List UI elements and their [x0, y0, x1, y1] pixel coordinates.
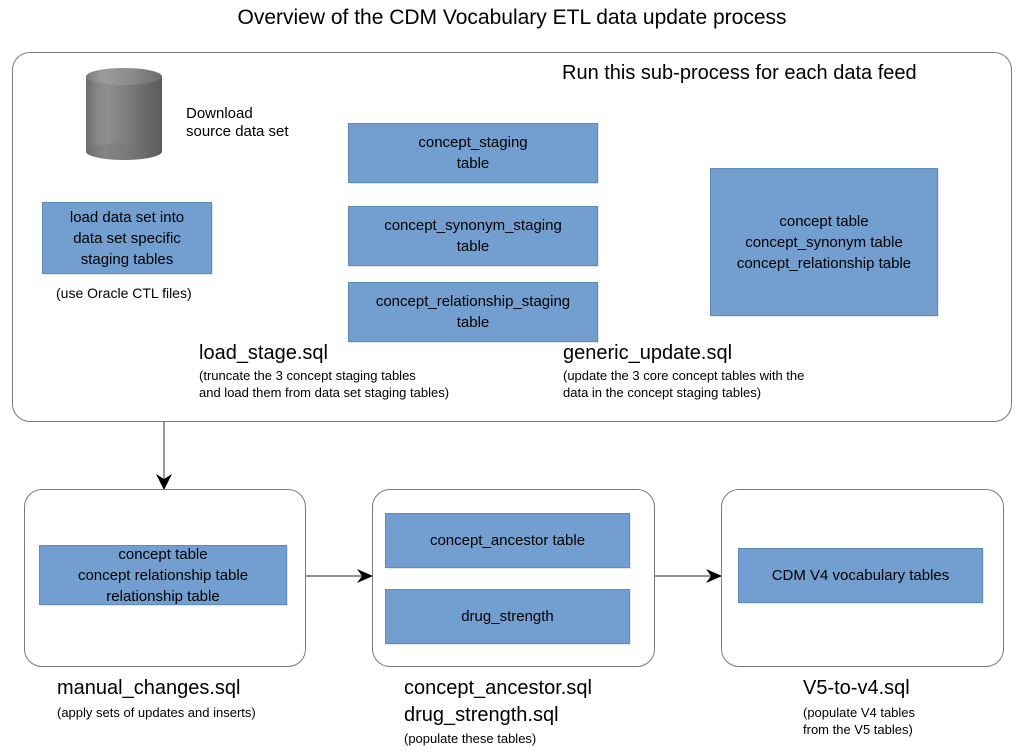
drug-strength-box-label: drug_strength	[461, 608, 554, 625]
core-tables-line1: concept table	[779, 212, 869, 230]
download-source-label-line1: Download	[186, 105, 253, 122]
concept-synonym-staging-table-box: concept_synonym_staging table	[348, 206, 598, 266]
load-box-line2: data set specific	[73, 229, 181, 247]
drug-strength-table-box: drug_strength	[385, 589, 630, 644]
concept-staging-table-box: concept_staging table	[348, 123, 598, 183]
concept-staging-line2: table	[456, 155, 490, 172]
load-stage-caption-sub-line2: and load them from data set staging tabl…	[199, 385, 450, 400]
concept-synonym-staging-line1: concept_synonym_staging	[384, 217, 562, 234]
load-box-line3: staging tables	[80, 250, 174, 268]
concept-relationship-staging-line2: table	[456, 314, 490, 331]
page-title: Overview of the CDM Vocabulary ETL data …	[237, 6, 787, 29]
v5-to-v4-caption-sub-line2: from the V5 tables)	[803, 722, 913, 737]
v5-to-v4-caption-sub: (populate V4 tables from the V5 tables)	[803, 704, 915, 738]
load-stage-caption-sub: (truncate the 3 concept staging tables a…	[199, 367, 449, 401]
core-tables-line2: concept_synonym table	[745, 233, 903, 251]
cdm-v4-box-label: CDM V4 vocabulary tables	[771, 567, 950, 584]
database-cylinder-icon	[86, 68, 162, 160]
manual-changes-caption-sub: (apply sets of updates and inserts)	[57, 705, 256, 720]
concept-ancestor-table-box: concept_ancestor table	[385, 513, 630, 568]
manual-changes-tables-box: concept table concept relationship table…	[39, 545, 287, 605]
download-source-label-line2: source data set	[186, 123, 289, 140]
concept-synonym-staging-line2: table	[456, 238, 490, 255]
concept-staging-line1: concept_staging	[418, 134, 528, 151]
manual-changes-line3: relationship table	[106, 587, 220, 605]
load-data-set-box: load data set into data set specific sta…	[42, 202, 212, 274]
generic-update-caption-sub: (update the 3 core concept tables with t…	[563, 367, 804, 401]
manual-changes-line2: concept relationship table	[77, 566, 249, 584]
v5-to-v4-caption-sub-line1: (populate V4 tables	[803, 705, 916, 720]
concept-relationship-staging-table-box: concept_relationship_staging table	[348, 282, 598, 342]
concept-ancestor-caption-title-line1: concept_ancestor.sql	[404, 677, 592, 699]
cylinder-bottom-ellipse	[86, 143, 162, 160]
load-box-line1: load data set into	[69, 208, 185, 226]
load-box-note: (use Oracle CTL files)	[56, 285, 192, 301]
manual-changes-caption-title: manual_changes.sql	[57, 677, 241, 699]
cylinder-top-ellipse	[86, 68, 162, 85]
top-subprocess-header: Run this sub-process for each data feed	[562, 62, 917, 84]
v5-to-v4-caption-title: V5-to-v4.sql	[803, 677, 910, 699]
cylinder-body	[86, 76, 162, 152]
load-stage-caption-title: load_stage.sql	[199, 342, 328, 364]
core-tables-line3: concept_relationship table	[736, 254, 912, 272]
manual-changes-line1: concept table	[118, 545, 208, 563]
generic-update-caption-sub-line2: data in the concept staging tables)	[563, 385, 762, 400]
generic-update-caption-sub-line1: (update the 3 core concept tables with t…	[563, 368, 805, 383]
concept-ancestor-box-label: concept_ancestor table	[429, 532, 586, 549]
generic-update-caption-title: generic_update.sql	[563, 342, 733, 364]
load-stage-caption-sub-line1: (truncate the 3 concept staging tables	[199, 368, 416, 383]
concept-ancestor-caption-sub: (populate these tables)	[404, 731, 537, 746]
core-concept-tables-box: concept table concept_synonym table conc…	[710, 168, 938, 316]
cdm-v4-vocabulary-tables-box: CDM V4 vocabulary tables	[738, 548, 983, 603]
concept-relationship-staging-line1: concept_relationship_staging	[375, 293, 571, 310]
drug-strength-caption-title-line2: drug_strength.sql	[404, 704, 559, 726]
